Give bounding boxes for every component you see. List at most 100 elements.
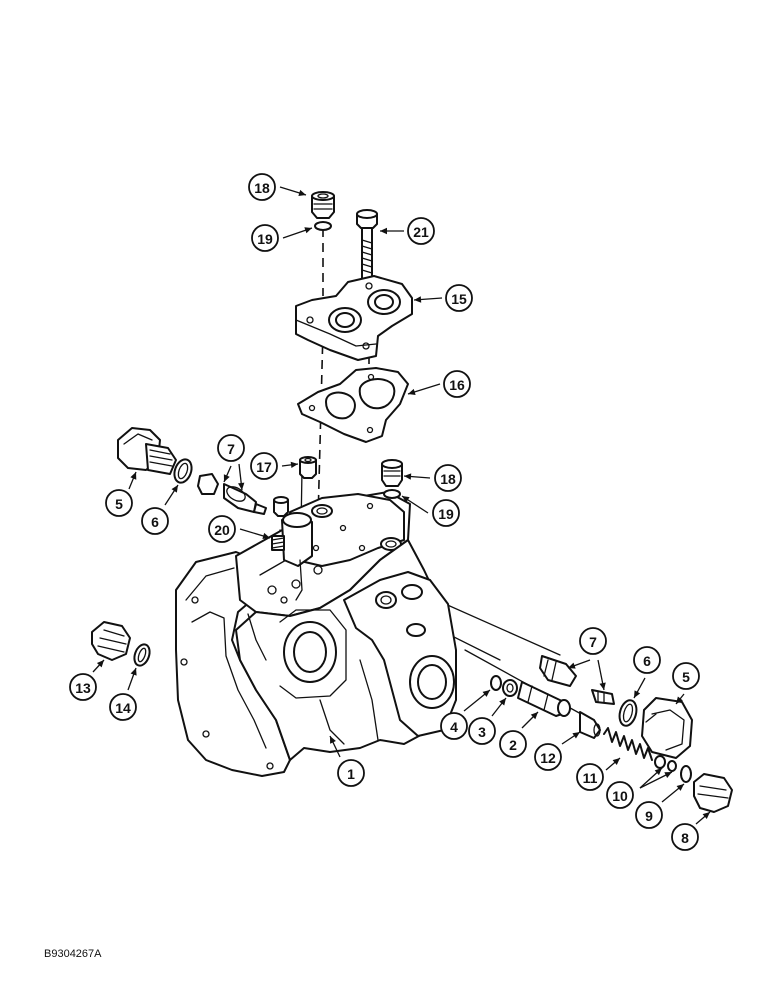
callout-circle (576, 763, 604, 791)
callout-12: 12 (534, 731, 581, 771)
leader-arrowhead (130, 472, 137, 480)
oring-4 (490, 675, 502, 691)
callout-circle (671, 823, 699, 851)
leader-arrowhead (530, 712, 538, 720)
screw-20 (271, 535, 285, 551)
leader-arrowhead (171, 485, 178, 493)
leader-arrowhead (404, 473, 412, 480)
leader-arrowhead (130, 668, 137, 676)
leader-arrowhead (568, 662, 576, 669)
plug-13 (91, 621, 131, 661)
callout-label: 10 (612, 788, 628, 804)
poppet-12 (579, 711, 601, 739)
leader-arrowhead (96, 660, 104, 668)
callout-6: 6 (633, 646, 661, 699)
callout-label: 5 (682, 669, 690, 685)
callout-label: 4 (450, 719, 458, 735)
plug-5-right (641, 697, 693, 759)
callout-18: 18 (248, 173, 307, 201)
callout-circle (250, 452, 278, 480)
ring-3 (502, 679, 518, 697)
oring-6-right (618, 699, 638, 727)
callout-label: 7 (227, 441, 235, 457)
leader-arrowhead (612, 758, 620, 765)
callout-20: 20 (208, 515, 271, 543)
leader-arrowhead (664, 772, 672, 778)
callout-label: 9 (645, 808, 653, 824)
ring-10 (654, 755, 677, 772)
callout-label: 15 (451, 291, 467, 307)
callout-19: 19 (401, 495, 460, 527)
leader-arrowhead (599, 682, 606, 690)
callout-label: 16 (449, 377, 465, 393)
callout-18: 18 (403, 464, 462, 492)
callout-label: 17 (256, 459, 272, 475)
callout-circle (69, 673, 97, 701)
callout-circle (440, 712, 468, 740)
callout-circle (534, 743, 562, 771)
oring-14 (133, 643, 151, 667)
valve-7-left (197, 473, 267, 515)
callout-label: 18 (254, 180, 270, 196)
callout-label: 6 (151, 514, 159, 530)
callout-14: 14 (109, 667, 137, 721)
plug-8 (693, 773, 733, 813)
callout-11: 11 (576, 757, 621, 791)
callout-label: 11 (583, 770, 598, 786)
leader-arrowhead (380, 227, 387, 235)
leader-arrowhead (654, 768, 662, 776)
plug-18-top (311, 191, 335, 219)
callout-label: 18 (440, 471, 456, 487)
leader-arrowhead (676, 696, 683, 704)
callout-label: 13 (75, 680, 91, 696)
callout-8: 8 (671, 811, 711, 851)
callout-circle (443, 370, 471, 398)
spring-11 (603, 727, 653, 761)
bolt-21 (356, 209, 378, 281)
callout-6: 6 (141, 484, 179, 535)
callout-5: 5 (672, 662, 700, 705)
leader-arrowhead (298, 189, 306, 196)
callout-3: 3 (468, 697, 507, 745)
screw-17-upper (299, 456, 317, 479)
callout-5: 5 (105, 471, 137, 517)
callout-label: 20 (214, 522, 230, 538)
callout-circle (105, 489, 133, 517)
callout-circle (337, 759, 365, 787)
callout-circle (434, 464, 462, 492)
callout-label: 12 (540, 750, 556, 766)
gasket-16 (297, 367, 409, 443)
leader-arrowhead (402, 496, 410, 503)
leader-arrowhead (408, 388, 416, 395)
plug-5-left (117, 427, 177, 475)
leader-arrowhead (304, 227, 312, 234)
callout-circle (606, 781, 634, 809)
callout-circle (407, 217, 435, 245)
leader-arrowhead (634, 690, 641, 698)
callout-label: 5 (115, 496, 123, 512)
oring-19-top (314, 221, 332, 231)
callout-13: 13 (69, 659, 105, 701)
leader-arrowhead (676, 784, 684, 791)
callout-circle (633, 646, 661, 674)
callout-9: 9 (635, 783, 685, 829)
leader-arrowhead (330, 736, 336, 744)
callout-circle (499, 730, 527, 758)
callout-15: 15 (413, 284, 473, 312)
callout-1: 1 (329, 735, 365, 787)
callout-circle (141, 507, 169, 535)
screw-17-lower (273, 496, 289, 517)
callout-19: 19 (251, 224, 313, 252)
callout-label: 1 (347, 766, 355, 782)
callout-circle (109, 693, 137, 721)
callout-21: 21 (380, 217, 435, 245)
callout-label: 8 (681, 830, 689, 846)
callout-circle (468, 717, 496, 745)
callout-label: 7 (589, 634, 597, 650)
callout-circle (635, 801, 663, 829)
callout-2: 2 (499, 711, 539, 758)
spool-2 (517, 681, 571, 717)
leader-arrowhead (238, 482, 245, 490)
callout-4: 4 (440, 689, 491, 740)
